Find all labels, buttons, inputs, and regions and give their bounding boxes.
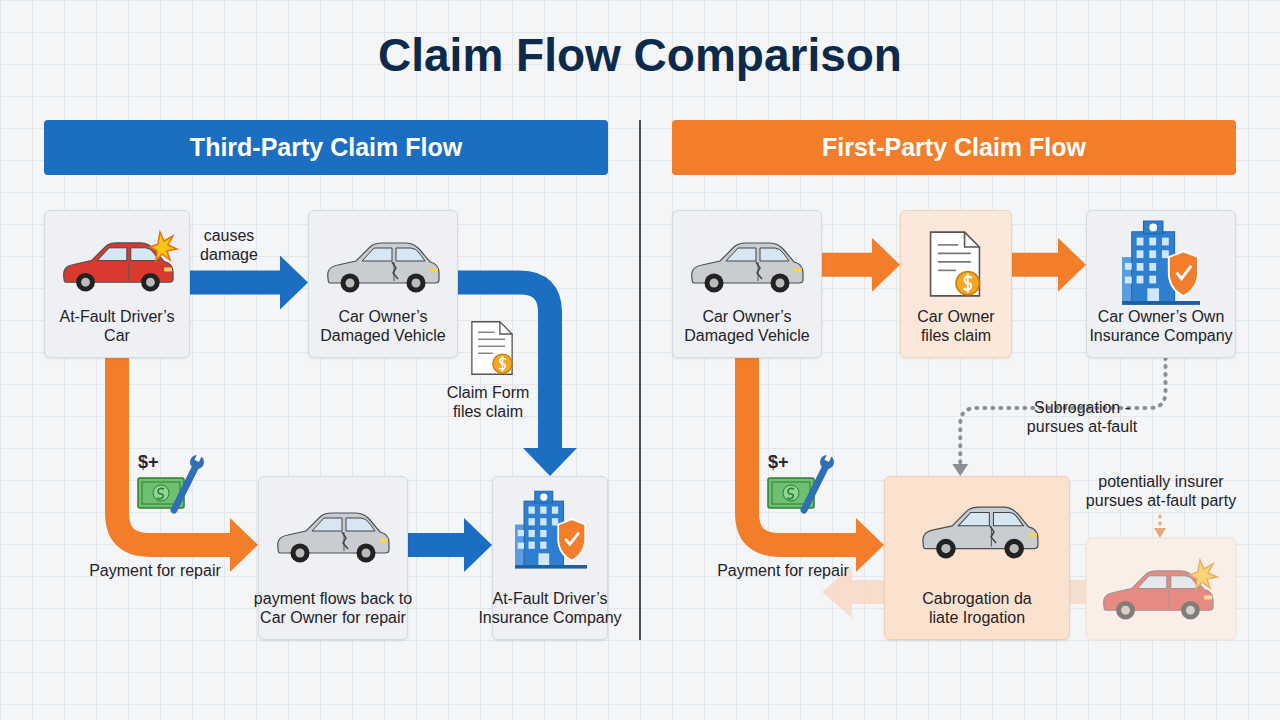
currency-symbol: $+ bbox=[768, 452, 798, 474]
vehicle-box: Car Owner’s Damaged Vehicle bbox=[308, 210, 458, 358]
faded-car-icon bbox=[1104, 560, 1217, 620]
arrow-head bbox=[280, 256, 308, 310]
flow-connector bbox=[952, 358, 1165, 476]
node-text: Car Owner’s Own Insurance Company bbox=[1088, 307, 1234, 345]
payment-box: payment flows back to Car Owner for repa… bbox=[258, 476, 408, 640]
node-text: Car Owner’s Damaged Vehicle bbox=[680, 307, 814, 345]
money-wrench-icon bbox=[768, 453, 834, 510]
flow-arrow bbox=[822, 253, 873, 277]
currency-symbol: $+ bbox=[138, 452, 168, 474]
claim-form-icon bbox=[472, 322, 512, 375]
edge-label: Claim Form files claim bbox=[440, 383, 536, 421]
insurer-box: At-Fault Driver’s Insurance Company bbox=[492, 476, 608, 640]
edge-label: Payment for repair bbox=[698, 561, 868, 580]
arrow-head bbox=[872, 238, 900, 292]
flow-arrow bbox=[190, 271, 281, 295]
flow-arrow bbox=[458, 283, 550, 449]
dotted-leader bbox=[1159, 516, 1162, 530]
node-text: At-Fault Driver’s Insurance Company bbox=[474, 589, 626, 627]
node-text: Car Owner files claim bbox=[906, 307, 1006, 345]
claim-box: Car Owner files claim bbox=[900, 210, 1012, 358]
node-text: payment flows back to Car Owner for repa… bbox=[248, 589, 418, 627]
header-text: First-Party Claim Flow bbox=[822, 133, 1086, 162]
flow-connector bbox=[190, 256, 308, 310]
node-text: At-Fault Driver’s Car bbox=[54, 307, 180, 345]
flow-connector bbox=[1012, 238, 1086, 292]
arrow-head bbox=[1058, 238, 1086, 292]
arrow-head bbox=[230, 518, 258, 572]
flow-connector bbox=[747, 358, 884, 572]
flow-arrow bbox=[747, 358, 857, 545]
vehicle-box: At-Fault Driver’s Car bbox=[44, 210, 190, 358]
flow-arrow bbox=[1012, 253, 1059, 277]
flow-connector bbox=[458, 283, 577, 476]
edge-label: Payment for repair bbox=[70, 561, 240, 580]
flow-arrow bbox=[117, 358, 231, 545]
header-band: Third-Party Claim Flow bbox=[44, 120, 608, 175]
header-text: Third-Party Claim Flow bbox=[190, 133, 462, 162]
leader-head bbox=[1154, 528, 1166, 538]
panel-divider bbox=[639, 120, 641, 640]
flow-arrow bbox=[960, 358, 1165, 465]
edge-label: causes damage bbox=[194, 226, 264, 264]
faded-car-box bbox=[1086, 538, 1236, 640]
flow-connector bbox=[117, 358, 258, 572]
subrogation-box: Cabrogation da liate Irogation bbox=[884, 476, 1070, 640]
arrow-head bbox=[523, 448, 577, 476]
diagram-title: Claim Flow Comparison bbox=[0, 28, 1280, 82]
insurer-box: Car Owner’s Own Insurance Company bbox=[1086, 210, 1236, 358]
arrow-head bbox=[464, 518, 492, 572]
flow-connector bbox=[408, 518, 492, 572]
flow-arrow bbox=[408, 533, 465, 557]
note-text: potentially insurer pursues at-fault par… bbox=[1076, 472, 1246, 510]
arrow-head bbox=[856, 518, 884, 572]
node-text: Car Owner’s Damaged Vehicle bbox=[316, 307, 450, 345]
header-band: First-Party Claim Flow bbox=[672, 120, 1236, 175]
flow-connector bbox=[822, 238, 900, 292]
arrow-head bbox=[952, 464, 968, 476]
node-text: Cabrogation da liate Irogation bbox=[912, 589, 1042, 627]
vehicle-box: Car Owner’s Damaged Vehicle bbox=[672, 210, 822, 358]
money-wrench-icon bbox=[138, 453, 204, 510]
edge-label: Subrogation - pursues at-fault bbox=[1018, 398, 1146, 436]
